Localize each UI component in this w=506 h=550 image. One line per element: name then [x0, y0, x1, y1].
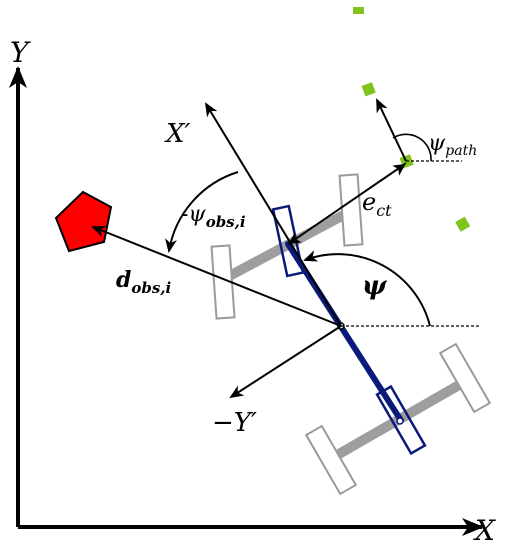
heading-angle-label: ψ — [362, 271, 388, 301]
path-angle-base: ψ — [428, 131, 446, 156]
path-marker — [455, 216, 471, 232]
heading-angle-arc — [303, 250, 431, 327]
path-marker — [361, 82, 376, 97]
cross-track-error-arrow-path — [346, 163, 406, 205]
neg-y-prime-label: −Y′ — [212, 408, 257, 438]
obstacle-distance-label: dobs,i — [116, 267, 172, 297]
vehicle — [210, 173, 492, 496]
rear-right-wheel — [438, 342, 492, 414]
x-axis-label: X — [473, 514, 496, 547]
obstacle-angle-arc — [165, 171, 239, 253]
path-heading-vector — [376, 98, 407, 162]
obstacle-angle-base: -ψ — [181, 202, 206, 227]
obstacle-group: dobs,i -ψobs,i — [54, 171, 342, 327]
cross-track-error-base: e — [362, 188, 376, 216]
obstacle-angle-label: -ψobs,i — [181, 202, 246, 231]
cross-track-error-label: ect — [362, 188, 392, 220]
y-axis-label: Y — [10, 36, 31, 69]
rear-axle-center — [396, 417, 404, 425]
path-marker — [353, 7, 364, 14]
global-axes: X Y — [8, 36, 496, 547]
obstacle-distance-base: d — [116, 267, 131, 293]
neg-y-prime-axis — [229, 325, 342, 399]
rear-left-wheel — [304, 424, 358, 496]
path-tracking: ect ψpath — [287, 98, 477, 245]
obstacle — [54, 190, 113, 253]
obstacle-distance-sub: obs,i — [131, 279, 171, 297]
obstacle-distance-line — [91, 225, 342, 327]
path-angle-arc — [392, 133, 432, 162]
cross-track-error-sub: ct — [376, 201, 392, 220]
path-angle-label: ψpath — [428, 131, 477, 159]
front-right-wheel — [338, 173, 364, 247]
vehicle-frame: X′ −Y′ ψ — [164, 102, 480, 438]
obstacle-angle-sub: obs,i — [206, 213, 246, 231]
front-left-wheel — [210, 244, 236, 320]
x-prime-label: X′ — [164, 119, 191, 149]
rear-body-box — [375, 384, 427, 456]
path-angle-sub: path — [445, 143, 477, 159]
cross-track-error-arrow-front — [288, 203, 348, 245]
x-prime-axis — [204, 102, 342, 327]
